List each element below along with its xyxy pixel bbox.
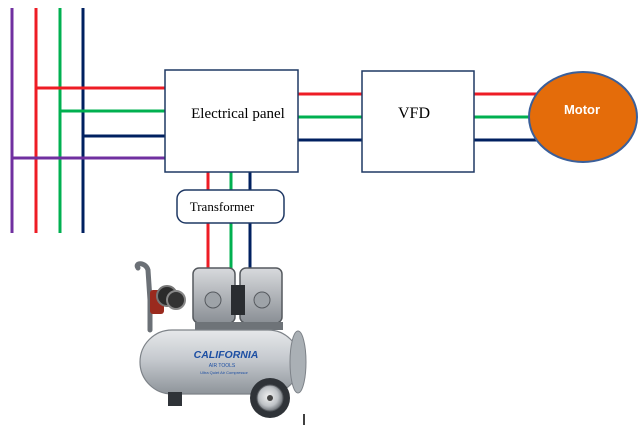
electrical-panel: Electrical panel xyxy=(164,69,299,173)
transformer-label: Transformer xyxy=(190,199,255,214)
vfd-label: VFD xyxy=(398,105,430,122)
vfd-box: VFD xyxy=(361,70,475,173)
motor: Motor xyxy=(528,71,638,163)
brand-logo: CALIFORNIA xyxy=(194,349,259,361)
compressor-handle xyxy=(134,261,153,333)
transformer-to-compressor-wires xyxy=(206,223,252,270)
transformer-box: Transformer xyxy=(176,189,285,224)
brand-sub: AIR TOOLS xyxy=(209,363,236,369)
panel-to-transformer-wires xyxy=(206,172,252,190)
pressure-gauge-2 xyxy=(166,290,186,310)
panel-feeders xyxy=(12,86,165,160)
electrical-panel-label: Electrical panel xyxy=(191,106,285,122)
vfd-to-motor-wires xyxy=(474,92,540,142)
panel-to-vfd-wires xyxy=(298,92,362,142)
brand-tagline: Ultra Quiet Air Compressor xyxy=(200,370,248,375)
supply-bus xyxy=(10,8,85,233)
air-compressor-image: CALIFORNIA AIR TOOLS Ultra Quiet Air Com… xyxy=(134,261,307,418)
motor-label: Motor xyxy=(564,102,600,117)
compressor-foot xyxy=(168,392,182,406)
